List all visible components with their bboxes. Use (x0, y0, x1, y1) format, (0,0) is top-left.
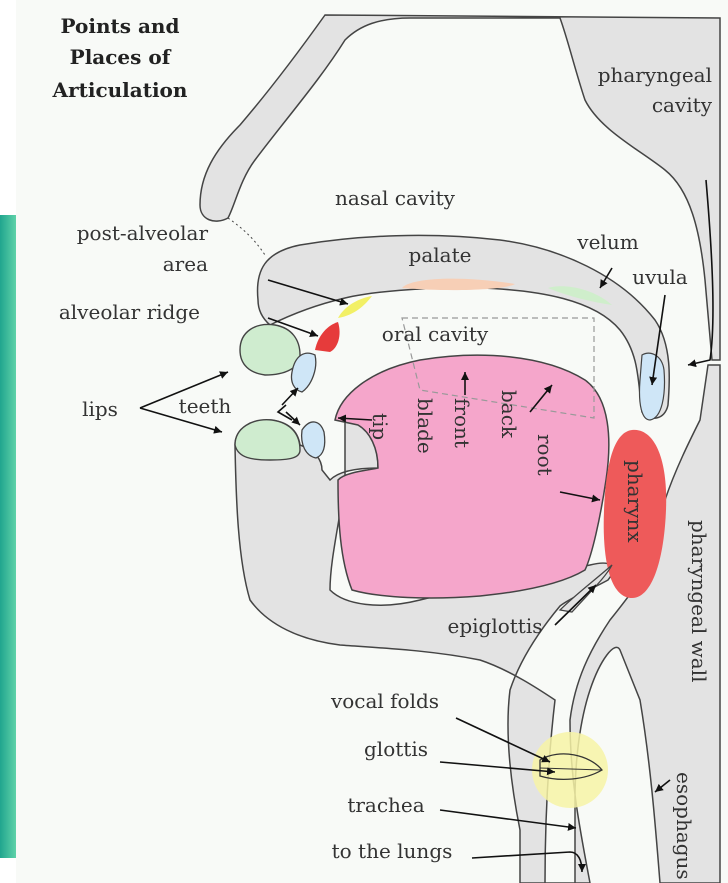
upper-lip (240, 324, 300, 375)
label-vocal-folds: vocal folds (330, 689, 439, 713)
title-line-1: Points and (61, 14, 180, 38)
title-line-3: Articulation (52, 78, 188, 102)
label-blade: blade (413, 398, 437, 454)
uvula (639, 353, 664, 420)
label-post-alveolar-2: area (163, 252, 208, 276)
label-oral-cavity: oral cavity (382, 322, 489, 346)
label-pharyngeal-cavity-1: pharyngeal (598, 63, 712, 87)
label-glottis: glottis (364, 737, 428, 761)
label-alveolar-ridge: alveolar ridge (59, 300, 200, 324)
label-velum: velum (576, 230, 638, 254)
label-nasal-cavity: nasal cavity (335, 186, 456, 210)
label-to-the-lungs: to the lungs (332, 839, 453, 863)
label-trachea: trachea (347, 793, 424, 817)
label-back: back (497, 390, 521, 439)
label-epiglottis: epiglottis (447, 614, 542, 638)
label-palate: palate (409, 243, 472, 267)
label-esophagus: esophagus (672, 772, 696, 880)
tongue (335, 355, 609, 598)
label-post-alveolar-1: post-alveolar (77, 221, 209, 245)
label-tip: tip (368, 413, 392, 440)
label-pharyngeal-cavity-2: cavity (652, 93, 713, 117)
label-front: front (450, 398, 474, 448)
label-uvula: uvula (632, 265, 687, 289)
label-pharynx: pharynx (623, 460, 647, 543)
label-lips: lips (82, 397, 118, 421)
label-teeth: teeth (179, 394, 232, 418)
label-root: root (533, 434, 557, 476)
label-pharyngeal-wall: pharyngeal wall (687, 520, 711, 683)
teal-band (0, 215, 16, 858)
title-line-2: Places of (70, 45, 172, 69)
